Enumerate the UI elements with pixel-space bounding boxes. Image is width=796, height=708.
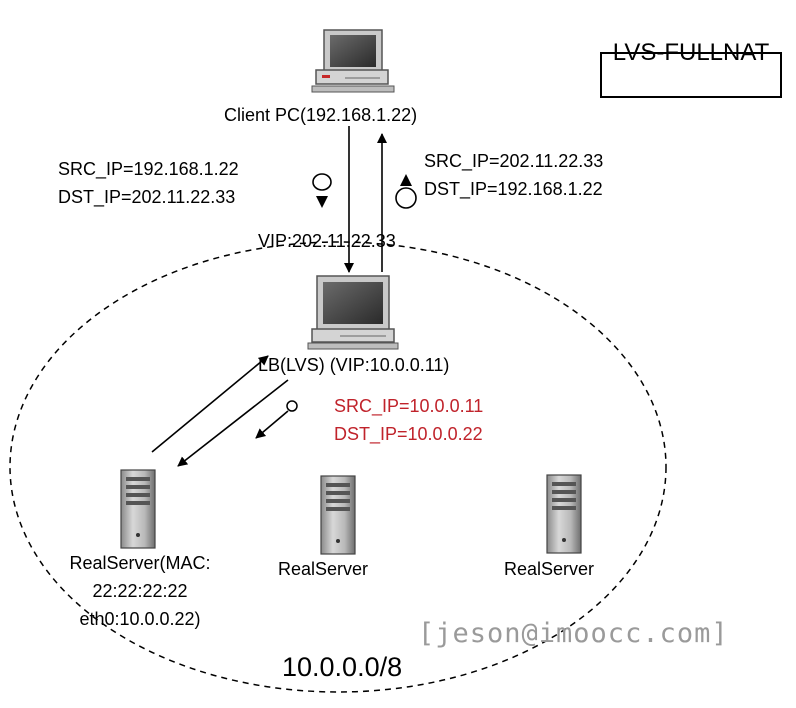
client-pc-icon bbox=[311, 29, 395, 93]
response-packet-icon bbox=[395, 174, 417, 209]
realserver-2-label: RealServer bbox=[278, 559, 369, 579]
lb-label: LB(LVS) (VIP:10.0.0.11) bbox=[258, 355, 450, 375]
request-src-ip: SRC_IP=192.168.1.22 bbox=[58, 159, 239, 179]
realserver-1-icon bbox=[120, 469, 156, 549]
subnet-boundary bbox=[9, 241, 667, 693]
realserver-1-mac: 22:22:22:22 bbox=[92, 581, 188, 601]
internal-packet-icon bbox=[255, 400, 298, 439]
realserver-3-icon bbox=[546, 474, 582, 554]
title-box bbox=[600, 52, 782, 98]
request-dst-ip: DST_IP=202.11.22.33 bbox=[58, 187, 236, 207]
client-pc-label: Client PC(192.168.1.22) bbox=[224, 105, 418, 125]
realserver-2-icon bbox=[320, 475, 356, 555]
response-dst-ip: DST_IP=192.168.1.22 bbox=[424, 179, 603, 199]
lb-server-icon bbox=[307, 275, 399, 350]
watermark-text: [jeson@imoocc.com] bbox=[418, 618, 729, 649]
response-src-ip: SRC_IP=202.11.22.33 bbox=[424, 151, 604, 171]
realserver-1-label-line1: RealServer(MAC: bbox=[69, 553, 211, 573]
internal-src-ip: SRC_IP=10.0.0.11 bbox=[334, 396, 484, 416]
request-packet-icon bbox=[312, 173, 332, 208]
rs-to-lb-arrow bbox=[151, 355, 269, 453]
realserver-3-label: RealServer bbox=[504, 559, 595, 579]
vip-label: VIP:202.11.22.33 bbox=[258, 231, 396, 251]
subnet-label: 10.0.0.0/8 bbox=[282, 652, 403, 682]
lb-to-rs-arrow bbox=[177, 379, 289, 467]
diagram-title: LVS-FULLNAT bbox=[612, 39, 770, 66]
internal-dst-ip: DST_IP=10.0.0.22 bbox=[334, 424, 483, 444]
realserver-1-eth0: eth0:10.0.0.22) bbox=[79, 609, 201, 629]
